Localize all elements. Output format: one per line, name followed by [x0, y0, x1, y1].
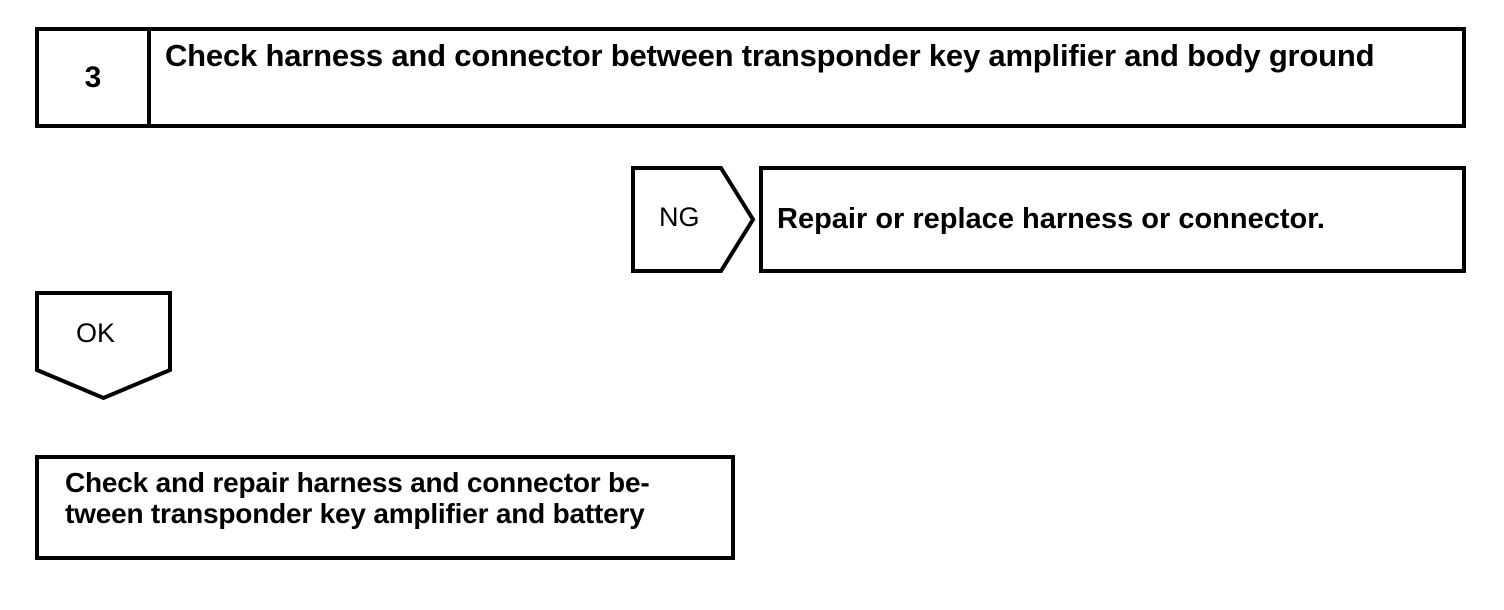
final-action-line-2: tween transponder key amplifier and batt… — [65, 498, 645, 530]
repair-result-box: Repair or replace harness or connector. — [759, 166, 1466, 273]
ng-arrow-shape — [631, 166, 756, 273]
ok-branch-arrow — [35, 291, 172, 401]
step-title: Check harness and connector between tran… — [165, 38, 1375, 73]
step-number: 3 — [84, 60, 102, 94]
ng-branch-label: NG — [659, 202, 700, 232]
ok-branch-label: OK — [76, 318, 116, 348]
ng-branch-arrow — [631, 166, 756, 273]
final-action-line-1: Check and repair harness and connector b… — [65, 467, 650, 498]
ok-arrow-shape — [35, 291, 172, 401]
step-title-cell: Check harness and connector between tran… — [151, 31, 1462, 124]
repair-result-text: Repair or replace harness or connector. — [777, 202, 1325, 235]
step-number-cell: 3 — [39, 31, 151, 124]
final-action-text: Check and repair harness and connector b… — [65, 467, 650, 530]
final-action-box: Check and repair harness and connector b… — [35, 455, 735, 560]
step-header-box: 3 Check harness and connector between tr… — [35, 27, 1466, 128]
